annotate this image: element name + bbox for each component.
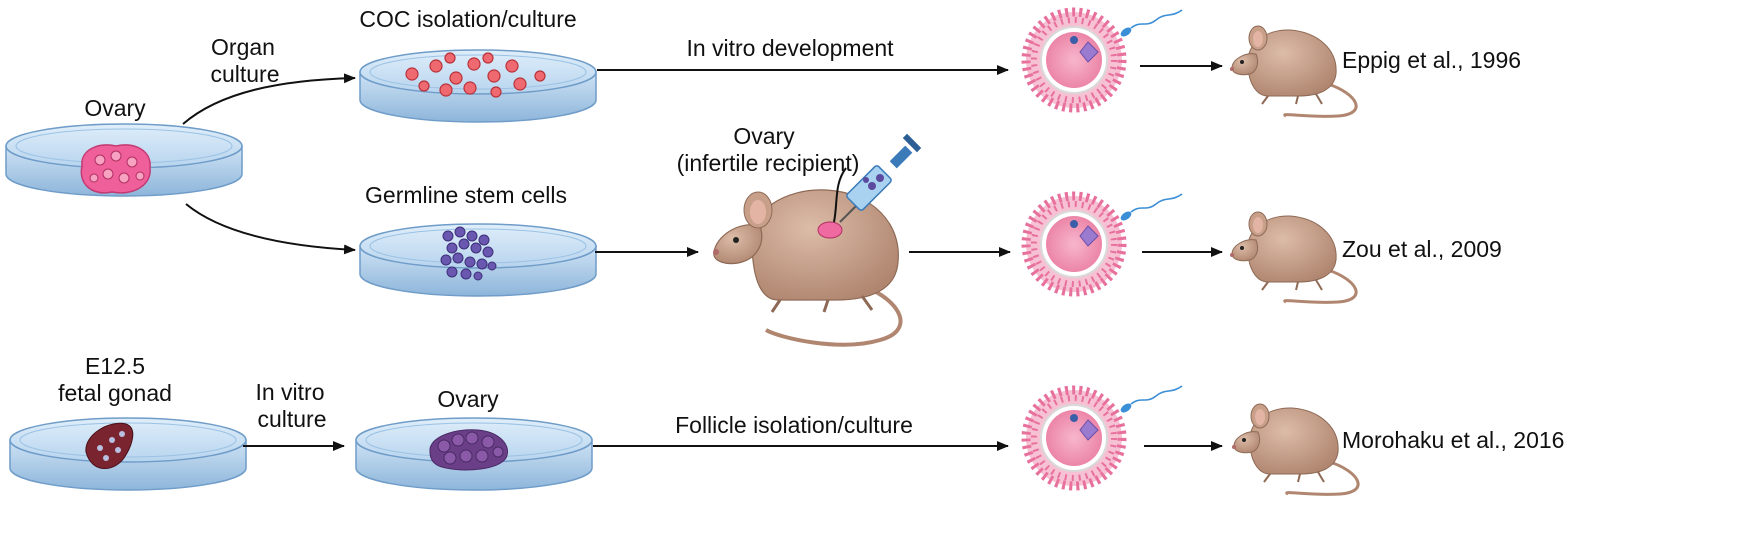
mouse-icon: [1230, 402, 1360, 496]
oocyte-icon: [1026, 12, 1122, 108]
bottom-ovary-label: Ovary: [437, 386, 499, 412]
ovary-dish-left: [5, 123, 243, 197]
fetal-gonad-dish: [9, 417, 247, 491]
organ-culture-label-2: culture: [210, 61, 279, 87]
reference-eppig: Eppig et al., 1996: [1342, 47, 1521, 73]
oocyte-icon: [1026, 196, 1122, 292]
sperm-icon: [1118, 385, 1183, 416]
organ-culture-label-1: Organ: [211, 34, 275, 60]
arrow-icon: [185, 203, 356, 255]
reference-morohaku: Morohaku et al., 2016: [1342, 427, 1564, 453]
in-vitro-culture-label-1: In vitro: [255, 379, 324, 405]
stem-cells: [440, 226, 497, 281]
sperm-icon: [1118, 9, 1183, 40]
syringe-icon: [839, 133, 922, 223]
reference-zou: Zou et al., 2009: [1342, 236, 1502, 262]
ovary-label: Ovary: [84, 95, 146, 121]
arrow-icon: [182, 73, 356, 125]
fetal-gonad-label: fetal gonad: [58, 380, 172, 406]
ovary-icon: [80, 144, 151, 194]
in-vitro-culture-label-2: culture: [257, 406, 326, 432]
sperm-icon: [1118, 193, 1183, 224]
mouse-icon: [1228, 24, 1358, 118]
recipient-mouse-icon: [713, 189, 903, 347]
oocyte-icon: [1026, 390, 1122, 486]
cultured-ovary-dish: [355, 417, 593, 491]
follicle-isolation-label: Follicle isolation/culture: [675, 412, 913, 438]
cultured-ovary-icon: [429, 429, 508, 471]
coc-dish: [359, 49, 597, 123]
stem-cell-dish: [359, 223, 597, 297]
in-vitro-development-label: In vitro development: [686, 35, 894, 61]
recipient-ovary-label-2: (infertile recipient): [677, 150, 860, 176]
fetal-gonad-icon: [85, 422, 134, 469]
coc-isolation-label: COC isolation/culture: [359, 6, 576, 32]
coc-cells: [405, 52, 546, 98]
arrow-icon: [833, 167, 847, 223]
e125-label: E12.5: [85, 353, 145, 379]
mouse-icon: [1228, 210, 1358, 304]
recipient-ovary-label-1: Ovary: [733, 123, 795, 149]
germline-stem-cells-label: Germline stem cells: [365, 182, 567, 208]
